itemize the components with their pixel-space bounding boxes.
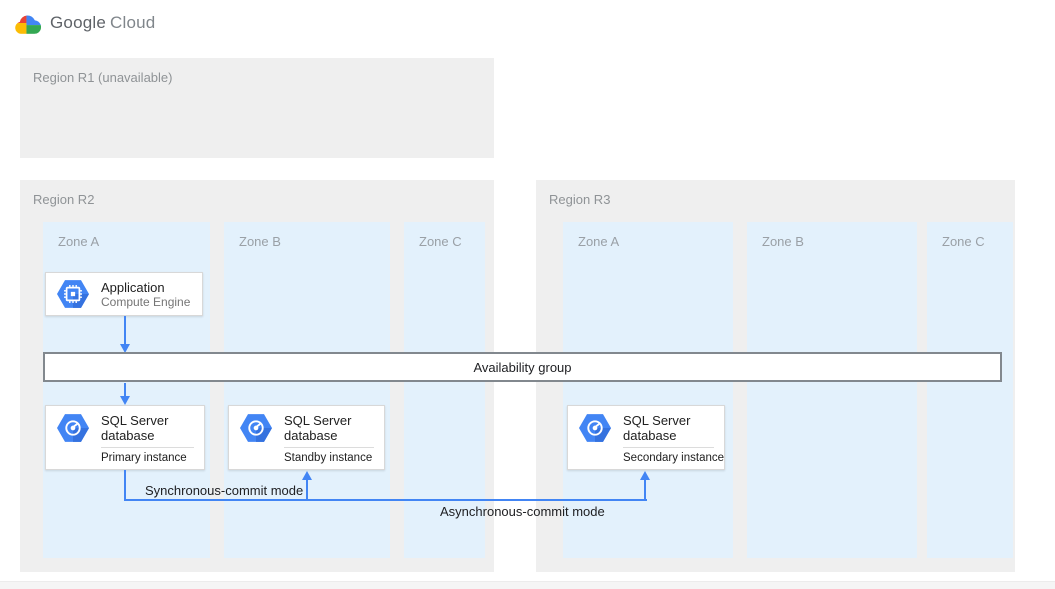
availability-group-label: Availability group (473, 359, 572, 375)
sync-arrow-head (302, 471, 312, 480)
sql-secondary-node: SQL Server database Secondary instance (567, 405, 725, 470)
zone-label: Zone C (942, 234, 985, 249)
logo-cloud-text: Cloud (110, 13, 156, 32)
replication-primary-drop-line (124, 470, 126, 501)
divider (284, 447, 374, 448)
arrow-app-to-ag-head (120, 344, 130, 353)
region-r3-zone-b: Zone B (747, 222, 917, 558)
cloud-sql-icon (57, 414, 89, 442)
region-r2-label: Region R2 (33, 192, 95, 207)
cloud-sql-icon (579, 414, 611, 442)
arrow-ag-to-primary-line (124, 383, 126, 397)
region-r2-zone-c: Zone C (404, 222, 485, 558)
availability-group-bar: Availability group (43, 352, 1002, 382)
region-r3-zone-a: Zone A (563, 222, 733, 558)
application-subtitle: Compute Engine (101, 294, 191, 309)
sql-primary-title: SQL Server database (101, 413, 169, 443)
replication-horizontal-line (124, 499, 647, 501)
zone-label: Zone C (419, 234, 462, 249)
sql-primary-instance-label: Primary instance (101, 452, 187, 464)
async-commit-label: Asynchronous-commit mode (440, 504, 605, 519)
arrow-ag-to-primary-head (120, 396, 130, 405)
sql-standby-node: SQL Server database Standby instance (228, 405, 385, 470)
sync-commit-label: Synchronous-commit mode (145, 483, 304, 498)
region-r1: Region R1 (unavailable) (20, 58, 494, 158)
sql-primary-node: SQL Server database Primary instance (45, 405, 205, 470)
async-arrow-line (644, 478, 646, 499)
region-r3-zone-c: Zone C (927, 222, 1013, 558)
page-bottom-divider (0, 581, 1055, 589)
zone-label: Zone A (578, 234, 620, 249)
arrow-app-to-ag-line (124, 316, 126, 345)
divider (101, 447, 194, 448)
sync-arrow-line (306, 478, 308, 499)
google-cloud-logo-icon (15, 15, 41, 34)
application-title: Application (101, 279, 165, 295)
compute-engine-icon (57, 280, 89, 308)
sql-secondary-instance-label: Secondary instance (623, 452, 725, 464)
region-r1-label: Region R1 (unavailable) (33, 70, 173, 85)
region-r3-label: Region R3 (549, 192, 611, 207)
sql-secondary-title: SQL Server database (623, 413, 691, 443)
cloud-sql-icon (240, 414, 272, 442)
sql-standby-instance-label: Standby instance (284, 452, 373, 464)
application-node: Application Compute Engine (45, 272, 203, 316)
region-r2-zone-b: Zone B (224, 222, 390, 558)
zone-label: Zone B (239, 234, 281, 249)
zone-label: Zone B (762, 234, 804, 249)
logo-google-text: Google (50, 13, 107, 32)
sql-standby-title: SQL Server database (284, 413, 352, 443)
zone-label: Zone A (58, 234, 100, 249)
divider (623, 447, 714, 448)
async-arrow-head (640, 471, 650, 480)
